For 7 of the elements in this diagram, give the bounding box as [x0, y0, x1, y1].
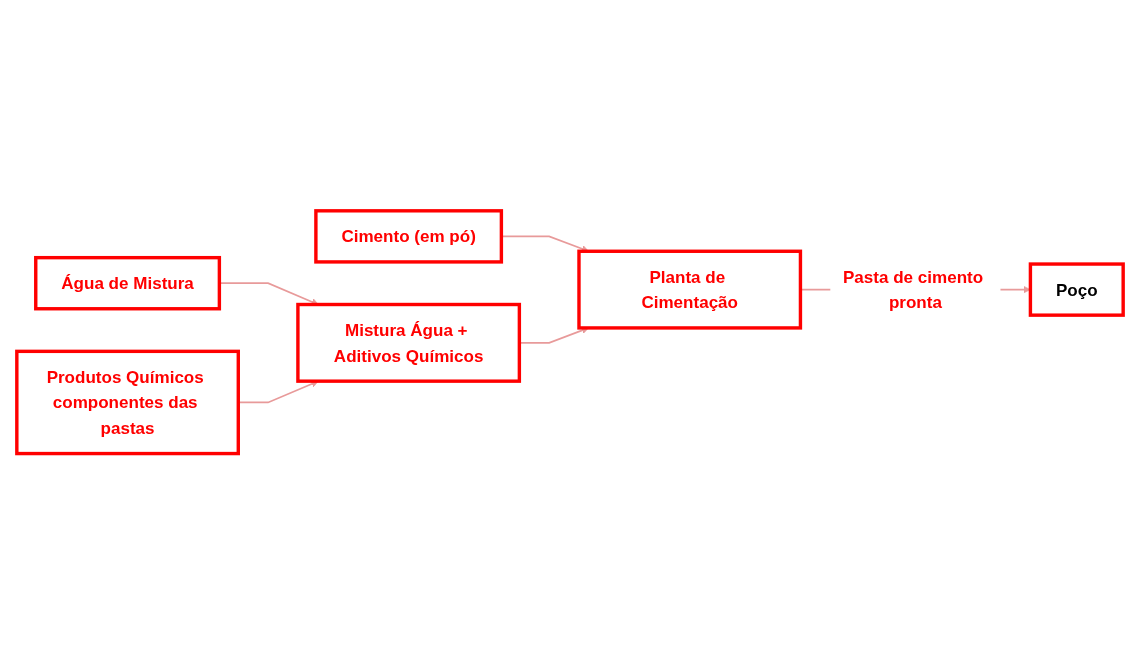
node-box: Planta de Cimentação: [577, 249, 803, 330]
node-box: Produtos Químicos componentes das pastas: [15, 349, 240, 456]
edge-label: Pasta de cimento pronta: [843, 267, 984, 312]
node-box: Poço: [1028, 262, 1125, 317]
node-box: Cimento (em pó): [314, 208, 504, 264]
node-box: Água de Mistura: [34, 255, 222, 311]
node-box: Mistura Água + Aditivos Químicos: [296, 302, 522, 383]
